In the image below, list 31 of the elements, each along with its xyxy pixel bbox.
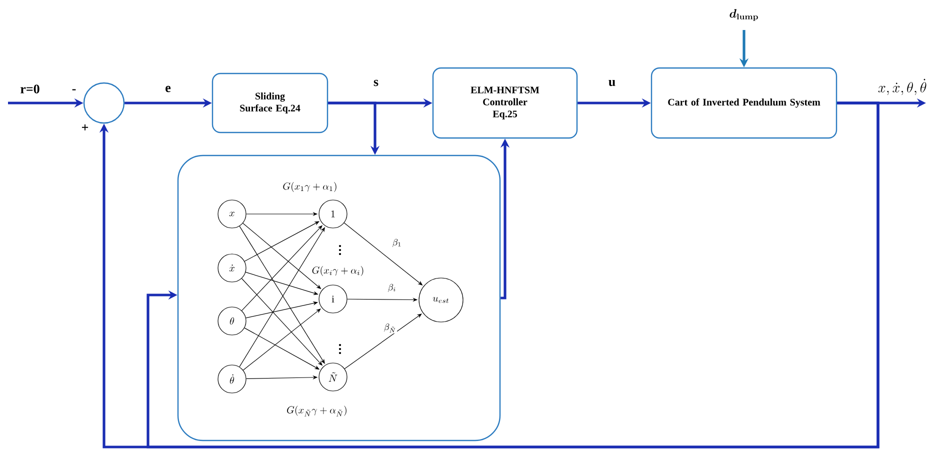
sign-label: - xyxy=(72,89,76,90)
neuron-node: $x$ xyxy=(218,200,246,228)
neuron-node: $\dot{x}$ xyxy=(218,254,246,282)
arrow xyxy=(242,225,322,311)
edge-label: $\beta_i$ xyxy=(386,283,398,293)
neuron-node: $\tilde{N}$ xyxy=(318,362,348,392)
sign-label: + xyxy=(82,124,88,130)
neuron-node: $u_{est}$ xyxy=(418,278,464,322)
neural-network-panel xyxy=(177,154,501,442)
edge-label: r=0 xyxy=(19,84,41,94)
neuron-node: $\mathrm{i}$ xyxy=(318,284,348,314)
edge-label: u xyxy=(607,78,617,88)
edge-label: $x, \dot{x}, \theta, \dot{\theta}$ xyxy=(876,78,928,96)
edge-label: $\boldsymbol{d}_{\mathbf{lump}}$ xyxy=(728,8,760,22)
arrow xyxy=(244,221,320,262)
neuron-function-label: $G(x_i\gamma+\alpha_i)$ xyxy=(312,266,364,276)
neuron-function-label: $G(x_1\gamma+\alpha_1)$ xyxy=(283,182,336,192)
edge-label: e xyxy=(164,84,172,94)
edge-label: $\beta_{\tilde{N}}$ xyxy=(382,322,398,334)
neuron-node: $\theta$ xyxy=(218,306,246,336)
neuron-node: $\dot{\theta}$ xyxy=(218,364,246,394)
arrow xyxy=(242,308,321,370)
edge-label: s xyxy=(372,78,380,88)
summing-junction xyxy=(83,82,125,124)
edge-label: $\beta_1$ xyxy=(391,238,403,248)
neuron-function-label: $G(x_{\tilde{N}}\gamma+\alpha_{\tilde{N}})$ xyxy=(287,406,346,416)
ellipsis-dots: $\vdots$ xyxy=(338,244,342,256)
process-box: Sliding Surface Eq.24 xyxy=(212,72,328,134)
neuron-node: $1$ xyxy=(318,200,348,228)
process-box: Cart of Inverted Pendulum System xyxy=(650,67,838,139)
process-box: ELM-HNFTSM Controller Eq.25 xyxy=(432,67,578,139)
